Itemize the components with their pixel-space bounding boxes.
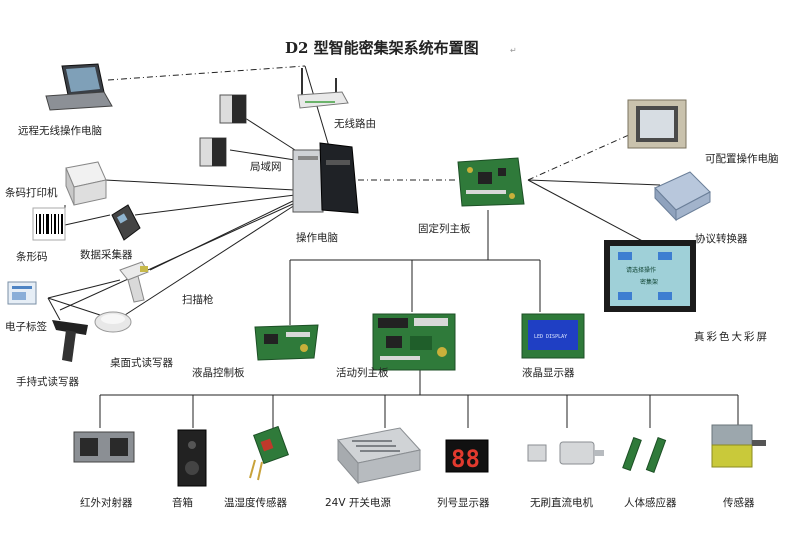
label-wireless-router: 无线路由 — [334, 117, 376, 130]
link-router-pc — [304, 65, 331, 151]
scanner-gun-icon — [119, 261, 149, 303]
column-display-digits: 88 — [451, 445, 480, 473]
label-protocol-converter: 协议转换器 — [695, 232, 748, 245]
link-collector-pc — [134, 194, 296, 216]
speaker-icon — [177, 429, 207, 487]
label-electronic-tag: 电子标签 — [5, 320, 47, 333]
label-configurable-pc: 可配置操作电脑 — [705, 152, 779, 165]
operator-pc-icon — [292, 142, 359, 214]
label-mobile-main-board: 活动列主板 — [336, 366, 389, 379]
lcd-display-icon: LED DISPLAY — [521, 313, 585, 359]
label-lcd-control-board: 液晶控制板 — [192, 366, 245, 379]
label-speaker: 音箱 — [172, 496, 193, 509]
label-handheld-reader: 手持式读写器 — [16, 375, 79, 388]
label-power-supply: 24V 开关电源 — [325, 496, 391, 509]
barcode-icon — [32, 207, 66, 241]
barcode-printer-icon — [65, 161, 107, 206]
wireless-router-icon — [297, 68, 349, 109]
protocol-converter-icon — [654, 171, 711, 222]
label-lan: 局域网 — [250, 160, 282, 173]
link-tag-desktop-reader — [47, 297, 101, 316]
label-barcode-printer: 条码打印机 — [5, 186, 58, 199]
lcd-display-text: LED DISPLAY — [534, 334, 567, 340]
link-lan1-pc — [244, 117, 296, 151]
label-fixed-main-board: 固定列主板 — [418, 222, 471, 235]
link-board-screen — [527, 179, 651, 246]
desktop-reader-icon — [94, 311, 132, 333]
link-tag-scanner — [47, 279, 121, 299]
link-printer-pc — [104, 179, 296, 191]
fixed-main-board-icon — [457, 157, 525, 207]
label-operator-pc: 操作电脑 — [296, 231, 338, 244]
handheld-reader-icon — [52, 320, 88, 362]
label-ir-sensor: 红外对射器 — [80, 496, 133, 509]
label-remote-laptop: 远程无线操作电脑 — [18, 124, 102, 137]
paragraph-mark: ↵ — [510, 46, 517, 55]
screen-line-2: 密集架 — [640, 278, 658, 286]
temp-humidity-sensor-icon — [249, 425, 289, 481]
label-human-sensor: 人体感应器 — [624, 496, 677, 509]
wireless-link-laptop-router — [107, 65, 306, 81]
label-column-display: 列号显示器 — [437, 496, 490, 509]
connector-lines — [47, 65, 739, 428]
configurable-pc-icon — [627, 99, 687, 149]
dc-motor-icon — [527, 441, 604, 465]
link-board-configurable-pc — [527, 129, 641, 181]
ir-sensor-icon — [73, 431, 135, 463]
laptop-icon — [45, 63, 113, 111]
mobile-main-board-icon — [372, 313, 456, 371]
screen-line-1: 请选择操作 — [626, 266, 656, 274]
label-lcd-display: 液晶显示器 — [522, 366, 575, 379]
label-desktop-reader: 桌面式读写器 — [110, 356, 173, 369]
label-temp-humidity-sensor: 温湿度传感器 — [224, 496, 287, 509]
true-color-screen-icon: 请选择操作 密集架 — [604, 240, 696, 312]
human-sensor-icon — [622, 436, 667, 473]
data-collector-icon — [111, 204, 141, 241]
link-board-converter — [527, 179, 661, 186]
link-lan2-pc — [229, 149, 296, 161]
column-display-icon: 88 — [445, 439, 489, 473]
electronic-tag-icon — [7, 281, 37, 305]
power-supply-icon — [337, 427, 421, 485]
label-true-color-screen: 真彩色大彩屏 — [694, 330, 769, 343]
label-dc-motor: 无刷直流电机 — [530, 496, 593, 509]
label-data-collector: 数据采集器 — [80, 248, 133, 261]
link-barcode-collector — [64, 214, 111, 226]
label-barcode: 条形码 — [16, 250, 48, 263]
lan-computer-icon — [199, 94, 247, 167]
link-desktop-reader-pc — [124, 204, 296, 316]
lcd-control-board-icon — [254, 324, 319, 361]
label-sensor: 传感器 — [723, 496, 755, 509]
link-tag-handheld — [47, 297, 61, 321]
sensor-icon — [711, 424, 766, 468]
link-handheld-pc — [59, 202, 296, 311]
diagram-title: D2 型智能密集架系统布置图 — [285, 39, 479, 57]
label-scanner-gun: 扫描枪 — [182, 293, 214, 306]
